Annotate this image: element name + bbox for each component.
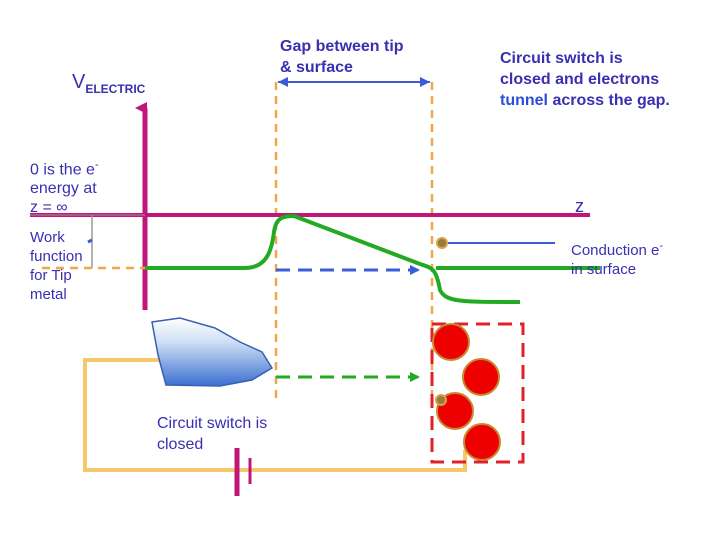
surface-box — [430, 322, 525, 464]
gap-label: Gap between tip & surface — [280, 38, 404, 76]
v-symbol: V — [72, 71, 86, 93]
tunnel-word: tunnel — [500, 92, 548, 109]
potential-barrier — [145, 213, 521, 304]
tip-shape — [151, 317, 274, 387]
v-subscript: ELECTRIC — [85, 82, 146, 96]
surface-atom — [463, 423, 501, 461]
surface-atom — [432, 323, 470, 361]
z-axis-label: z — [575, 196, 584, 216]
work-function-label: Work function for Tip metal — [30, 229, 83, 303]
v-electric-label: VELECTRIC — [72, 72, 145, 100]
zero-energy-label: 0 is the e- energy at z = ∞ — [30, 159, 99, 217]
conduction-electron-marker — [436, 237, 448, 249]
atom-electron-marker — [435, 394, 447, 406]
switch-label: Circuit switch is closed — [157, 415, 268, 453]
tunnel-caption: Circuit switch is closed and electrons t… — [500, 50, 670, 109]
conduction-label: Conduction e- in surface — [571, 240, 664, 278]
surface-atom — [462, 358, 500, 396]
